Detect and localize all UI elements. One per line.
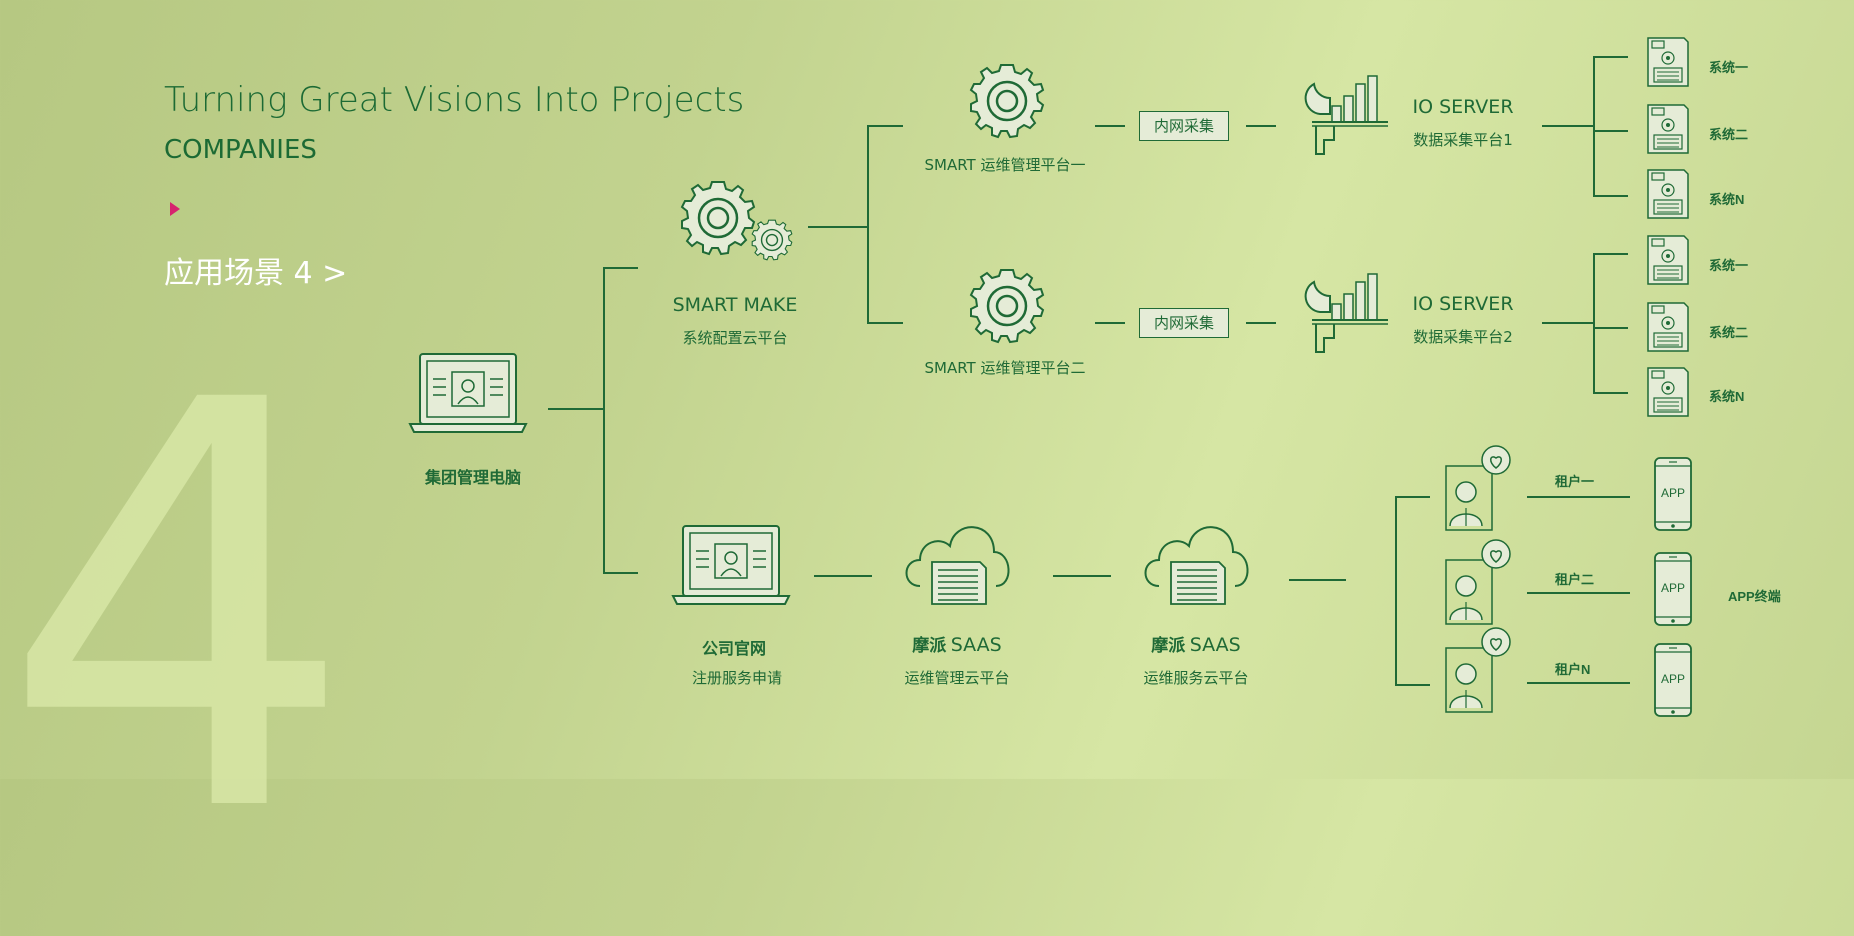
smart-make-title: SMART MAKE bbox=[672, 294, 798, 316]
page-title: Turning Great Visions Into Projects bbox=[164, 80, 745, 120]
tenant-user-heart-icon bbox=[1445, 627, 1511, 713]
intranet-collect-badge-2: 内网采集 bbox=[1139, 308, 1229, 338]
saas-service-title: 摩派 SAAS bbox=[1151, 631, 1240, 656]
floppy-disk-icon bbox=[1647, 169, 1689, 219]
system-label: 系统N bbox=[1709, 192, 1745, 207]
architecture-diagram bbox=[170, 37, 1692, 717]
company-site-title: 公司官网 bbox=[701, 641, 767, 658]
saas-ops-title: 摩派 SAAS bbox=[912, 631, 1001, 656]
system-label: 系统二 bbox=[1709, 325, 1749, 340]
app-terminal-label: APP终端 bbox=[1728, 589, 1781, 604]
tenant-user-heart-icon bbox=[1445, 445, 1511, 531]
saas-ops-saas: SAAS bbox=[950, 634, 1002, 656]
io-server-1-title: IO SERVER bbox=[1412, 96, 1514, 118]
company-site-subtitle: 注册服务申请 bbox=[691, 669, 783, 687]
saas-service-subtitle: 运维服务云平台 bbox=[1143, 669, 1249, 687]
floppy-disk-icon bbox=[1647, 367, 1689, 417]
io-server-2-title: IO SERVER bbox=[1412, 293, 1514, 315]
tenant-label: 租户二 bbox=[1555, 572, 1595, 587]
smart-ops-1-label: SMART 运维管理平台一 bbox=[924, 156, 1086, 174]
scene-link[interactable]: 应用场景 4 > bbox=[164, 256, 348, 291]
io-server-1-subtitle: 数据采集平台1 bbox=[1413, 131, 1513, 149]
app-label: APP bbox=[1660, 672, 1685, 686]
floppy-disk-icon bbox=[1647, 235, 1689, 285]
app-label: APP bbox=[1660, 581, 1685, 595]
smart-make-subtitle: 系统配置云平台 bbox=[682, 329, 788, 347]
io-server-2-chart-icon bbox=[1304, 273, 1389, 353]
tenant-label: 租户一 bbox=[1555, 474, 1595, 489]
tenant-user-heart-icon bbox=[1445, 539, 1511, 625]
saas-ops-cloud-icon bbox=[905, 526, 1010, 605]
connector-lines bbox=[548, 56, 1630, 686]
system-label: 系统二 bbox=[1709, 127, 1749, 142]
floppy-disk-icon bbox=[1647, 37, 1689, 87]
smart-make-gear-icon bbox=[680, 180, 756, 256]
company-site-laptop-icon bbox=[672, 525, 790, 605]
smart-make-small-gear-icon bbox=[751, 219, 793, 261]
io-server-2-subtitle: 数据采集平台2 bbox=[1413, 328, 1513, 346]
saas-service-cloud-icon bbox=[1144, 526, 1249, 605]
smart-ops-1-gear-icon bbox=[969, 63, 1045, 139]
smart-ops-2-gear-icon bbox=[969, 268, 1045, 344]
play-triangle-icon bbox=[170, 202, 180, 216]
io-server-1-chart-icon bbox=[1304, 75, 1389, 155]
saas-ops-brand: 摩派 bbox=[912, 636, 947, 655]
group-pc-label: 集团管理电脑 bbox=[424, 470, 522, 487]
app-label: APP bbox=[1660, 486, 1685, 500]
system-label: 系统N bbox=[1709, 389, 1745, 404]
saas-service-brand: 摩派 bbox=[1151, 636, 1186, 655]
group-pc-laptop-icon bbox=[409, 353, 527, 433]
floppy-disk-icon bbox=[1647, 302, 1689, 352]
tenant-label: 租户N bbox=[1555, 662, 1591, 677]
floppy-disk-icon bbox=[1647, 104, 1689, 154]
smart-ops-2-label: SMART 运维管理平台二 bbox=[924, 359, 1086, 377]
intranet-collect-badge-1: 内网采集 bbox=[1139, 111, 1229, 141]
system-label: 系统一 bbox=[1709, 258, 1749, 273]
system-label: 系统一 bbox=[1709, 60, 1749, 75]
saas-service-saas: SAAS bbox=[1189, 634, 1241, 656]
saas-ops-subtitle: 运维管理云平台 bbox=[904, 669, 1010, 687]
page-subtitle: COMPANIES bbox=[164, 135, 317, 165]
